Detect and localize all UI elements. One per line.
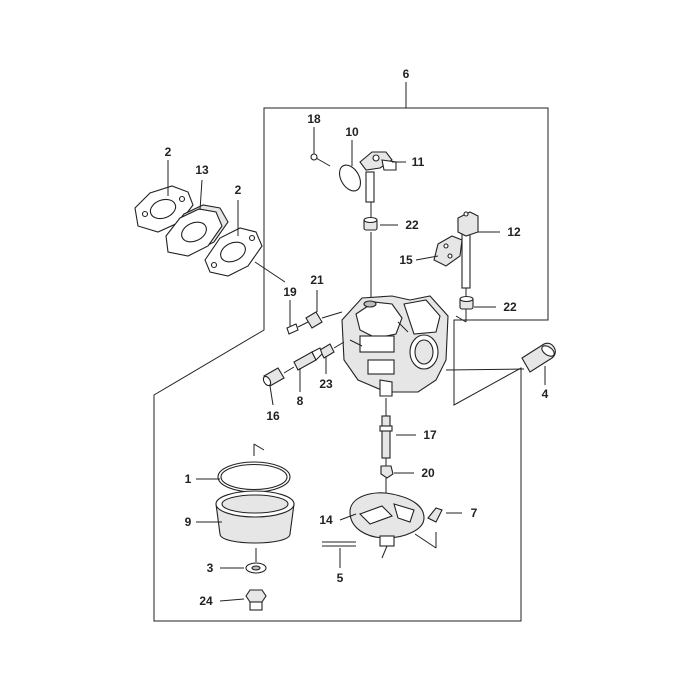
callout-18: 18 — [307, 112, 321, 126]
callout-15: 15 — [399, 253, 413, 267]
callout-23: 23 — [319, 377, 333, 391]
callout-21: 21 — [310, 273, 324, 287]
assembly-boundary — [153, 107, 549, 622]
jet-8 — [293, 347, 323, 371]
float-bowl-9 — [215, 490, 295, 544]
callout-7: 7 — [471, 506, 478, 520]
o-ring-1 — [217, 461, 291, 493]
callout-3: 3 — [207, 561, 214, 575]
bolt-24 — [245, 589, 267, 611]
callout-13: 13 — [195, 163, 209, 177]
callout-20: 20 — [421, 466, 435, 480]
main-jet-20 — [380, 465, 394, 479]
callout-6: 6 — [403, 67, 410, 81]
callout-1: 1 — [185, 472, 192, 486]
bushing-22-upper — [363, 216, 378, 231]
callout-24: 24 — [199, 594, 213, 608]
callout-12: 12 — [507, 225, 521, 239]
pilot-jet-16 — [262, 367, 285, 387]
callout-9: 9 — [185, 515, 192, 529]
throttle-plate-15 — [433, 235, 463, 267]
bushing-22-lower — [459, 295, 474, 310]
callout-2-left: 2 — [165, 145, 172, 159]
gasket-right — [204, 227, 263, 277]
callout-14: 14 — [319, 513, 333, 527]
callout-11: 11 — [412, 155, 425, 169]
callout-16: 16 — [266, 409, 280, 423]
float-pin-5 — [322, 541, 356, 547]
callout-22-upper: 22 — [405, 218, 419, 232]
callout-4: 4 — [542, 387, 549, 401]
float-14 — [349, 492, 425, 547]
choke-plate-10 — [338, 164, 362, 192]
callout-8: 8 — [297, 394, 304, 408]
leader-lines — [167, 82, 546, 602]
fuel-pipe-4 — [521, 342, 556, 373]
jet-23 — [319, 343, 335, 359]
carburetor-body — [341, 295, 449, 397]
washer-3 — [245, 562, 267, 574]
callout-22-lower: 22 — [503, 300, 517, 314]
callout-17: 17 — [423, 428, 437, 442]
main-nozzle-17 — [379, 415, 393, 459]
callout-5: 5 — [337, 571, 344, 585]
callout-19: 19 — [283, 285, 297, 299]
insulator-block — [165, 204, 229, 257]
callout-2-right: 2 — [235, 183, 242, 197]
screw-18 — [310, 153, 331, 167]
choke-shaft-11 — [359, 151, 397, 203]
jet-21 — [305, 311, 323, 329]
callout-10: 10 — [345, 125, 359, 139]
needle-valve-7 — [427, 507, 443, 523]
